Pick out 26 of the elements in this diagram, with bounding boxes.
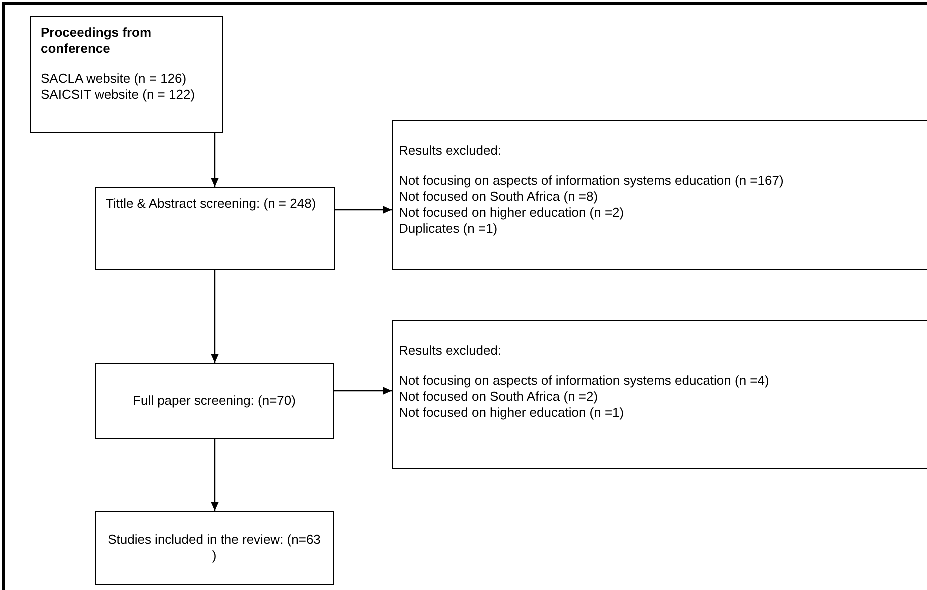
arrow <box>334 387 392 395</box>
process-box <box>95 511 334 585</box>
arrow <box>211 133 219 187</box>
process-box <box>392 320 927 469</box>
box-text: Studies included in the review: (n=63 ) <box>107 532 322 564</box>
box-heading: Results excluded: <box>399 143 502 159</box>
process-box <box>95 187 335 270</box>
box-text: Not focused on South Africa (n =8) <box>399 189 598 205</box>
box-heading: Results excluded: <box>399 343 502 359</box>
box-text: Full paper screening: (n=70) <box>133 393 296 409</box>
arrow <box>211 439 219 511</box>
arrow <box>211 270 219 363</box>
box-text: Tittle & Abstract screening: (n = 248) <box>106 196 316 212</box>
box-text: Not focusing on aspects of information systems education (n =4) <box>399 373 770 389</box>
arrow <box>335 206 392 214</box>
box-text: SAICSIT website (n = 122) <box>41 87 196 103</box>
box-text: Not focused on higher education (n =2) <box>399 205 624 221</box>
process-box <box>30 16 223 133</box>
process-box <box>95 363 334 439</box>
box-text: Not focused on South Africa (n =2) <box>399 389 598 405</box>
box-text: SACLA website (n = 126) <box>41 71 187 87</box>
process-box <box>392 120 927 270</box>
box-text: Duplicates (n =1) <box>399 221 498 237</box>
box-heading: Proceedings from conference <box>41 25 153 57</box>
box-text: Not focusing on aspects of information systems education (n =167) <box>399 173 784 189</box>
box-text: Not focused on higher education (n =1) <box>399 405 624 421</box>
